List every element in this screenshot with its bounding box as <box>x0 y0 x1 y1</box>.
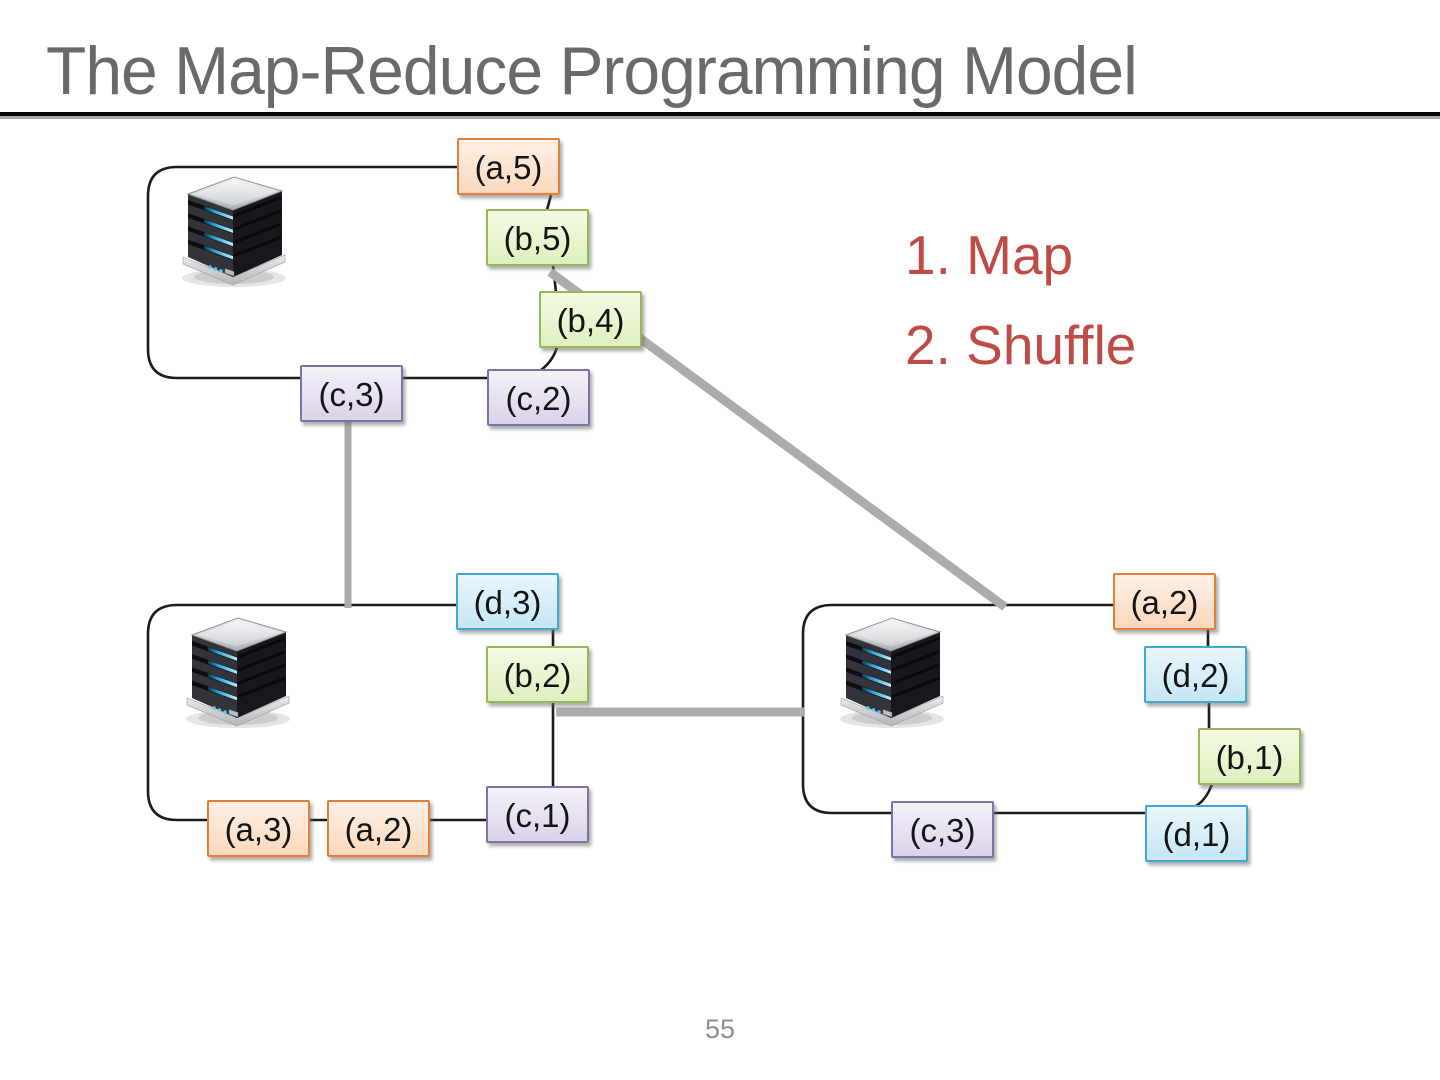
node-c3-top: (c,3) <box>300 365 403 422</box>
node-b4: (b,4) <box>539 291 642 348</box>
node-a5: (a,5) <box>457 138 560 195</box>
step-shuffle: 2. Shuffle <box>905 314 1137 376</box>
node-b1: (b,1) <box>1198 728 1301 785</box>
node-d2: (d,2) <box>1144 646 1247 703</box>
title-divider <box>0 112 1440 119</box>
node-a3: (a,3) <box>207 800 310 857</box>
node-a2-right: (a,2) <box>1113 573 1216 630</box>
node-c1: (c,1) <box>486 786 589 843</box>
node-a2-left: (a,2) <box>327 800 430 857</box>
node-b2: (b,2) <box>486 646 589 703</box>
server-icon <box>180 175 288 289</box>
node-c2: (c,2) <box>487 369 590 426</box>
node-c3-bottom: (c,3) <box>891 801 994 858</box>
server-icon <box>184 616 292 730</box>
page-title: The Map-Reduce Programming Model <box>46 33 1138 109</box>
step-map: 1. Map <box>905 224 1074 286</box>
page-number: 55 <box>704 1014 736 1044</box>
node-b5: (b,5) <box>486 209 589 266</box>
node-d3: (d,3) <box>456 573 559 630</box>
node-d1: (d,1) <box>1145 805 1248 862</box>
server-icon <box>838 616 946 730</box>
